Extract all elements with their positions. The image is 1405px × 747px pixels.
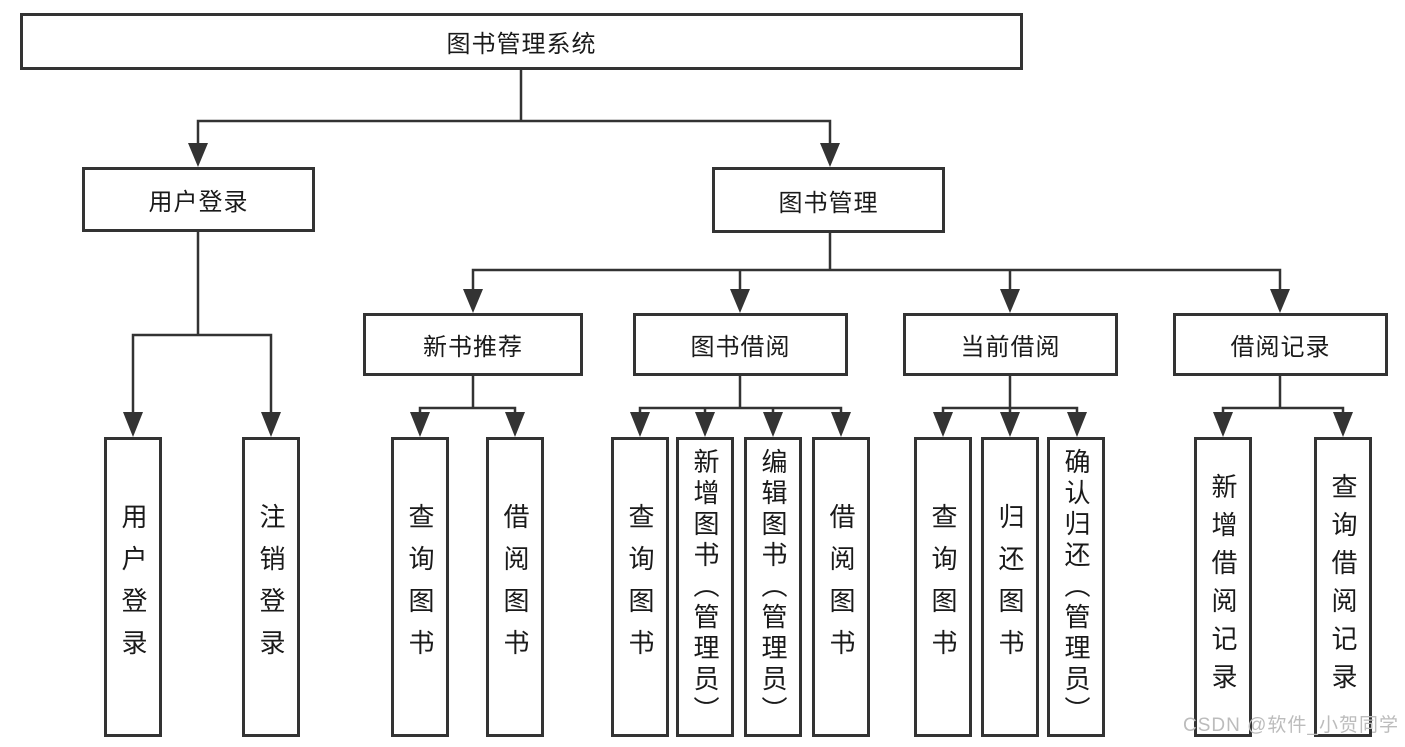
node-borrowing-records: 借阅记录 [1173,313,1388,376]
connector-borrowing-records-splitter [1221,406,1345,414]
arrowhead-book-borrowing [730,289,750,313]
node-current-borrowing: 当前借阅 [903,313,1118,376]
leaf-user-login: 用户登录 [104,437,162,737]
connector-book-borrowing-splitter [638,406,843,414]
node-new-book-recommendation: 新书推荐 [363,313,583,376]
leaf-query-books-3: 查询图书 [914,437,972,737]
arrowhead-borrowing-records [1270,289,1290,313]
arrowhead-leaf-add-book [695,412,715,437]
leaf-query-borrow-record: 查询借阅记录 [1314,437,1372,737]
arrowhead-current-borrowing [1000,289,1020,313]
arrowhead-new-book-recommendation [463,289,483,313]
leaf-borrow-books-2: 借阅图书 [812,437,870,737]
watermark-text: CSDN @软件_小贺同学 [1183,715,1399,736]
arrowhead-leaf-edit-book [763,412,783,437]
leaf-borrow-books-1: 借阅图书 [486,437,544,737]
arrowhead-book-management [820,143,840,167]
leaf-logout: 注销登录 [242,437,300,737]
leaf-edit-book-admin: 编辑图书（管理员） [744,437,802,737]
leaf-return-book: 归还图书 [981,437,1039,737]
connector-root-splitter [196,119,832,145]
node-book-borrowing: 图书借阅 [633,313,848,376]
arrowhead-leaf-add-borrow-record [1213,412,1233,437]
arrowhead-leaf-logout [261,412,281,437]
leaf-query-books-1: 查询图书 [391,437,449,737]
arrowhead-leaf-query-borrow-record [1333,412,1353,437]
arrowhead-leaf-query-books-3 [933,412,953,437]
node-library-management-system: 图书管理系统 [20,13,1023,70]
connector-new-book-splitter [418,406,517,414]
leaf-confirm-return-admin: 确认归还（管理员） [1047,437,1105,737]
arrowhead-leaf-return-book [1000,412,1020,437]
connector-level3-splitter [471,268,1282,291]
arrowhead-leaf-user-login [123,412,143,437]
arrowhead-leaf-query-books-1 [410,412,430,437]
connector-user-login-splitter [131,333,273,414]
node-user-login: 用户登录 [82,167,315,232]
node-book-management: 图书管理 [712,167,945,233]
arrowhead-leaf-confirm-return [1067,412,1087,437]
arrowhead-user-login [188,143,208,167]
leaf-add-borrow-record: 新增借阅记录 [1194,437,1252,737]
arrowhead-leaf-borrow-books-1 [505,412,525,437]
leaf-add-book-admin: 新增图书（管理员） [676,437,734,737]
arrowhead-leaf-query-books-2 [630,412,650,437]
leaf-query-books-2: 查询图书 [611,437,669,737]
arrowhead-leaf-borrow-books-2 [831,412,851,437]
